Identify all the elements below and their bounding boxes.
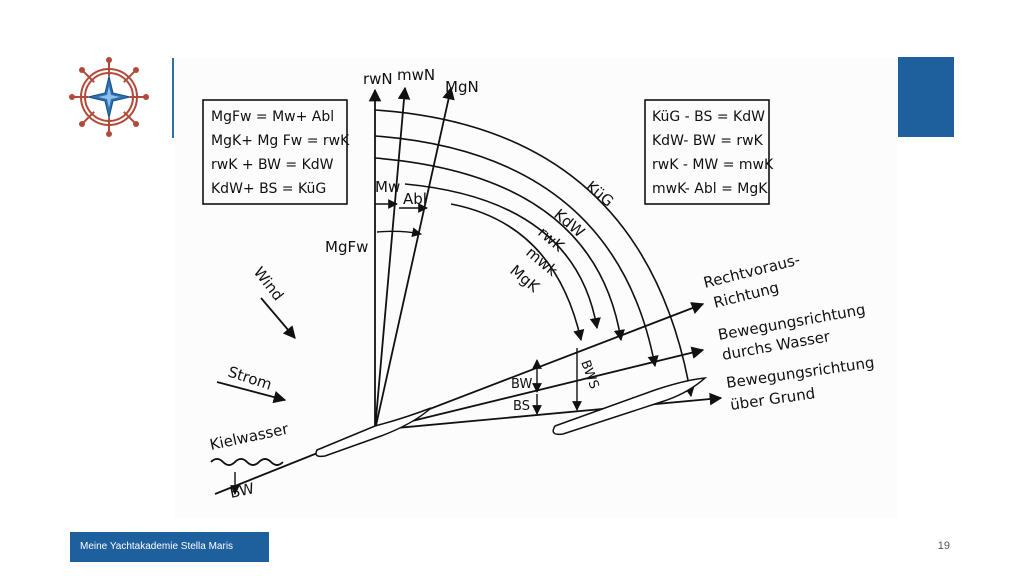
kielwasser-label: Kielwasser xyxy=(208,420,291,454)
abl-label: Abl xyxy=(403,190,427,208)
mgn-line xyxy=(374,86,455,431)
bs-label: BS xyxy=(513,399,530,414)
formula-right-4: mwK- Abl = MgK xyxy=(652,181,768,197)
bws-label: BWS xyxy=(577,358,601,391)
formula-box-left xyxy=(202,99,348,205)
bw-bottom-label: BW xyxy=(228,479,256,502)
mw-label: Mw xyxy=(375,178,400,196)
formula-left-3: rwK + BW = KdW xyxy=(211,157,334,173)
mwn-line xyxy=(374,86,411,431)
kug-arc xyxy=(374,109,695,398)
footer-org-label: Meine Yachtakademie Stella Maris xyxy=(70,532,269,562)
mwn-label: mwN xyxy=(397,66,435,84)
course-diagram-svg: MgFw = Mw+ Abl MgK+ Mg Fw = rwK rwK + BW… xyxy=(202,66,876,502)
formula-left-2: MgK+ Mg Fw = rwK xyxy=(211,133,350,149)
mgk-arc xyxy=(450,203,585,342)
formula-box-right xyxy=(644,99,770,205)
strom-arrow xyxy=(216,381,287,404)
formula-left-4: KdW+ BS = KüG xyxy=(211,181,326,197)
kdw-arc xyxy=(374,135,659,368)
mgfw-arrow xyxy=(376,227,422,238)
wind-arrow xyxy=(260,297,296,339)
rwn-label: rwN xyxy=(363,70,393,88)
formula-left-1: MgFw = Mw+ Abl xyxy=(211,109,334,125)
rwk-arc xyxy=(374,157,625,342)
mwk-arc xyxy=(404,183,601,330)
formula-right-2: KdW- BW = rwK xyxy=(652,133,764,149)
title-divider xyxy=(172,58,174,138)
wind-label: Wind xyxy=(250,263,287,304)
logo xyxy=(68,56,150,138)
formula-right-1: KüG - BS = KdW xyxy=(652,109,765,125)
ground-course-line xyxy=(374,392,723,431)
strom-label: Strom xyxy=(226,363,274,394)
boat-start xyxy=(315,407,432,458)
ships-wheel-compass-rose-icon xyxy=(69,57,149,137)
page-number: 19 xyxy=(937,540,950,552)
bw-label: BW xyxy=(511,377,532,392)
accent-block xyxy=(898,57,954,137)
boat-end xyxy=(552,377,708,436)
mgn-label: MgN xyxy=(445,78,479,96)
kug-label: KüG xyxy=(582,177,617,210)
mgfw-label: MgFw xyxy=(325,238,368,256)
formula-right-3: rwK - MW = mwK xyxy=(652,157,774,173)
course-diagram: MgFw = Mw+ Abl MgK+ Mg Fw = rwK rwK + BW… xyxy=(175,58,897,518)
kielwasser-wave xyxy=(210,458,284,466)
